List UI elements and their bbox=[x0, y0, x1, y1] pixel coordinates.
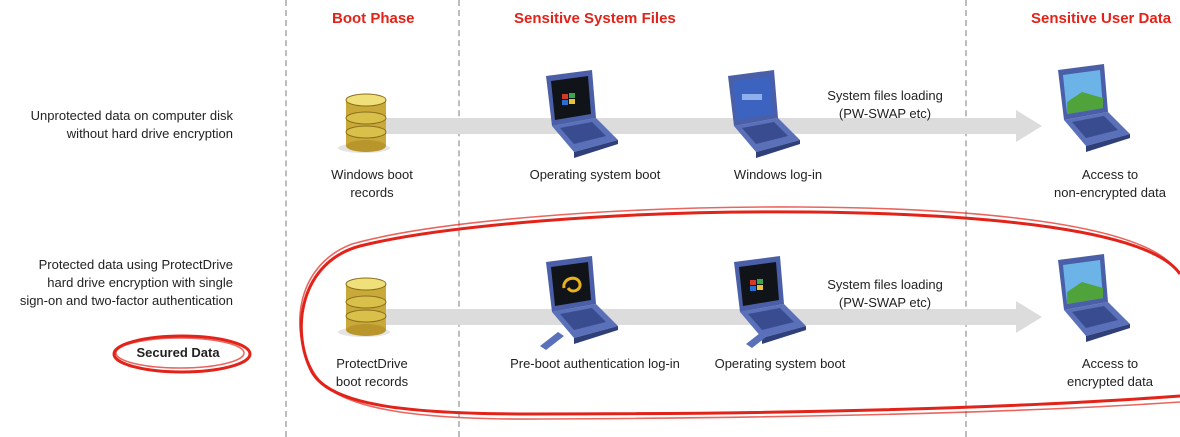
row2-description-line2: hard drive encryption with single bbox=[47, 275, 233, 290]
laptop-icon bbox=[1052, 254, 1132, 346]
row2-description-line1: Protected data using ProtectDrive bbox=[38, 257, 233, 272]
row2-step4-caption: Access to encrypted data bbox=[1040, 355, 1180, 391]
row1-loading-note-line2: (PW-SWAP etc) bbox=[838, 106, 932, 121]
phase-user-data-title: Sensitive User Data bbox=[1031, 10, 1172, 27]
row1-step1-caption-line1: Windows boot bbox=[331, 167, 413, 182]
secured-loop-outline bbox=[299, 206, 1180, 420]
database-icon bbox=[338, 88, 398, 154]
row2-step2-caption: Pre-boot authentication log-in bbox=[510, 356, 680, 371]
row1-loading-note-line1: System files loading bbox=[827, 88, 943, 103]
row2-step4-caption-line1: Access to bbox=[1081, 356, 1139, 371]
row1-step2-caption: Operating system boot bbox=[529, 167, 661, 182]
row2-loading-note-line1: System files loading bbox=[827, 277, 943, 292]
row2-loading-note-line2: (PW-SWAP etc) bbox=[838, 295, 932, 310]
secured-data-label: Secured Data bbox=[136, 345, 220, 360]
row2-flow-arrow-bar bbox=[370, 309, 1018, 325]
laptop-icon bbox=[540, 256, 620, 348]
laptop-icon bbox=[1052, 64, 1132, 156]
row1-description-line2: without hard drive encryption bbox=[66, 126, 233, 141]
secured-data-outline bbox=[112, 334, 252, 374]
database-icon bbox=[338, 272, 398, 338]
row1-flow-arrow-bar bbox=[370, 118, 1018, 134]
usb-token-icon bbox=[540, 328, 570, 350]
row2-description: Protected data using ProtectDrive hard d… bbox=[0, 256, 233, 310]
phase-divider-2 bbox=[458, 0, 460, 437]
row1-loading-note: System files loading (PW-SWAP etc) bbox=[810, 87, 960, 123]
row2-step1-caption-line2: boot records bbox=[335, 374, 409, 389]
phase-boot-title: Boot Phase bbox=[332, 10, 415, 27]
row1-description: Unprotected data on computer disk withou… bbox=[0, 107, 233, 143]
usb-token-icon bbox=[746, 326, 776, 348]
row2-step4-caption-line2: encrypted data bbox=[1066, 374, 1153, 389]
laptop-icon bbox=[540, 70, 620, 162]
row2-step3-caption: Operating system boot bbox=[714, 356, 846, 371]
phase-divider-1 bbox=[285, 0, 287, 437]
row1-step1-caption: Windows boot records bbox=[322, 166, 422, 202]
row1-step1-caption-line2: records bbox=[350, 185, 394, 200]
row1-description-line1: Unprotected data on computer disk bbox=[30, 108, 233, 123]
row1-flow-arrowhead bbox=[1016, 110, 1042, 142]
row2-step1-caption: ProtectDrive boot records bbox=[322, 355, 422, 391]
row2-description-line3: sign-on and two-factor authentication bbox=[19, 293, 233, 308]
phase-system-files-title: Sensitive System Files bbox=[514, 10, 676, 27]
row1-step4-caption: Access to non-encrypted data bbox=[1040, 166, 1180, 202]
row1-step3-caption: Windows log-in bbox=[733, 167, 823, 182]
laptop-icon bbox=[728, 256, 808, 348]
row2-flow-arrowhead bbox=[1016, 301, 1042, 333]
row2-loading-note: System files loading (PW-SWAP etc) bbox=[810, 276, 960, 312]
row2-step1-caption-line1: ProtectDrive bbox=[336, 356, 408, 371]
row1-step4-caption-line2: non-encrypted data bbox=[1053, 185, 1167, 200]
laptop-icon bbox=[722, 70, 802, 162]
row1-step4-caption-line1: Access to bbox=[1081, 167, 1139, 182]
